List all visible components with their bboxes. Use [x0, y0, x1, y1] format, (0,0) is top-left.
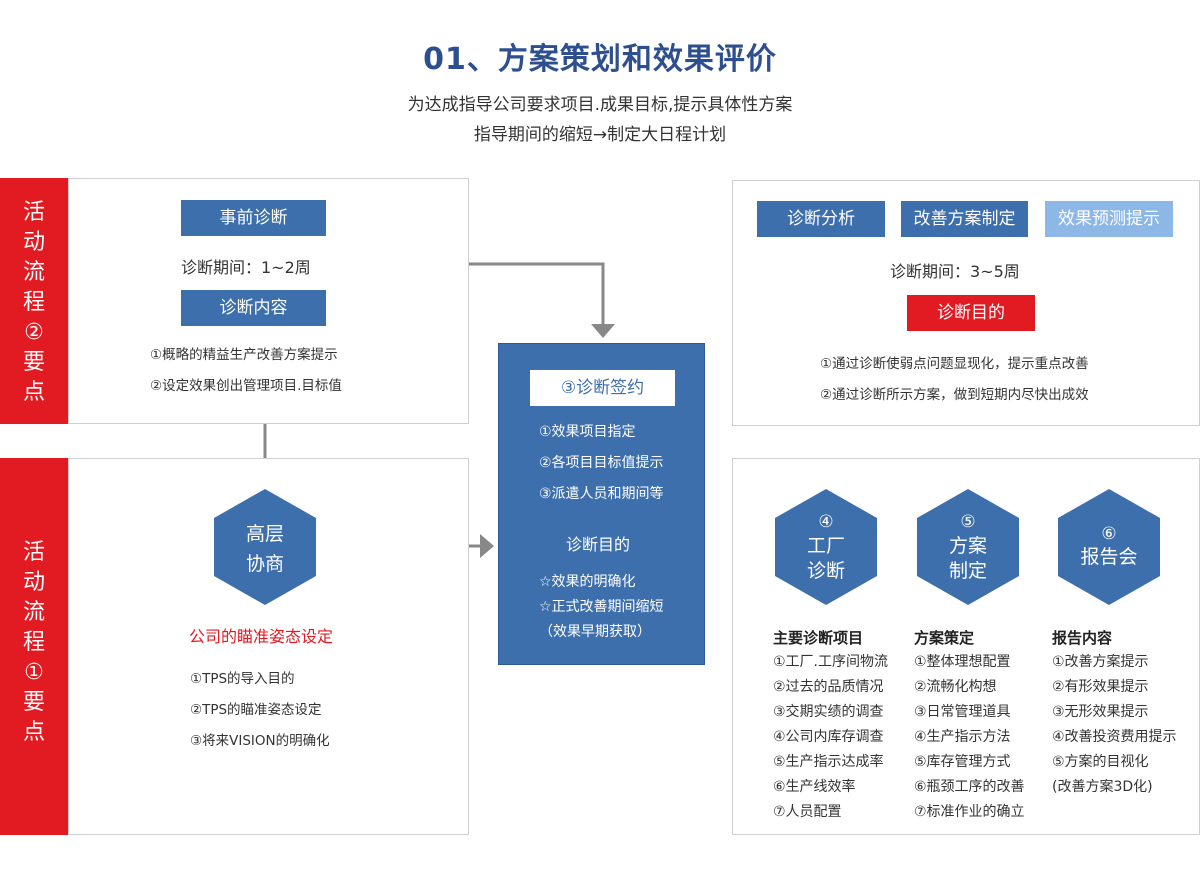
contract-item: ①效果项目指定 [539, 424, 636, 440]
column-item: ④改善投资费用提示 [1052, 729, 1177, 745]
hexagon-line: 高层 [245, 523, 284, 545]
purpose-item: （效果早期获取） [539, 624, 651, 640]
column-item: ④生产指示方法 [914, 729, 1011, 745]
side-char: 活 [22, 200, 45, 225]
column-heading: 报告内容 [1052, 629, 1113, 647]
analysis-period: 诊断期间：3~5周 [890, 262, 1020, 281]
contract-item: ②各项目目标值提示 [539, 455, 664, 471]
hexagon-shape [214, 489, 316, 605]
plan-button: 改善方案制定 [901, 201, 1028, 237]
side-label-step1: 活 动 流 程 ① 要 点 [0, 458, 68, 835]
hexagon-line: 协商 [245, 553, 284, 575]
side-char: 程 [22, 290, 45, 315]
plan-making-hexagon: ⑤ 方案 制定 [917, 489, 1019, 605]
analysis-item: ①通过诊断使弱点问题显现化，提示重点改善 [820, 356, 1089, 372]
diagnosis-purpose-label: 诊断目的 [907, 295, 1035, 331]
analysis-button: 诊断分析 [757, 201, 885, 237]
column-item: ⑦人员配置 [773, 804, 842, 820]
side-char: 动 [22, 230, 45, 255]
column-item: ⑤方案的目视化 [1052, 754, 1149, 770]
goal-setting-text: 公司的瞄准姿态设定 [189, 627, 334, 646]
step2-item: ①概略的精益生产改善方案提示 [150, 347, 338, 363]
side-char: 活 [22, 540, 45, 565]
side-char: 点 [22, 380, 45, 405]
hexagon-shape [917, 489, 1019, 605]
column-item: ①改善方案提示 [1052, 654, 1149, 670]
side-char: ① [24, 660, 44, 685]
column-item: ⑤生产指示达成率 [773, 754, 884, 770]
forecast-button: 效果预测提示 [1045, 201, 1173, 237]
diagnosis-items-column: 主要诊断项目 ①工厂.工序间物流 ②过去的品质情况 ③交期实绩的调查 ④公司内库… [773, 627, 888, 825]
step2-item: ②设定效果创出管理项目.目标值 [150, 378, 342, 394]
column-item: ④公司内库存调查 [773, 729, 884, 745]
column-item: ③日常管理道具 [914, 704, 1011, 720]
hexagon-shape [1058, 489, 1160, 605]
column-item: ⑦标准作业的确立 [914, 804, 1025, 820]
subtitle-line-2: 指导期间的缩短→制定大日程计划 [473, 125, 727, 145]
side-char: 程 [22, 630, 45, 655]
report-items-column: 报告内容 ①改善方案提示 ②有形效果提示 ③无形效果提示 ④改善投资费用提示 ⑤… [1052, 627, 1177, 800]
step1-item: ①TPS的导入目的 [190, 671, 295, 687]
column-heading: 主要诊断项目 [773, 629, 864, 647]
diagnosis-period: 诊断期间：1~2周 [181, 258, 311, 277]
analysis-item: ②通过诊断所示方案，做到短期内尽快出成效 [820, 387, 1089, 403]
column-item: ②过去的品质情况 [773, 679, 884, 695]
column-item: ③交期实绩的调查 [773, 704, 884, 720]
arrowhead-right [480, 534, 494, 558]
subtitle-line-1: 为达成指导公司要求项目.成果目标,提示具体性方案 [407, 95, 793, 115]
hexagon-line: 制定 [948, 560, 987, 582]
column-heading: 方案策定 [914, 629, 975, 647]
contract-box: ③诊断签约 ①效果项目指定 ②各项目目标值提示 ③派遣人员和期间等 诊断目的 ☆… [498, 343, 705, 665]
side-char: 要 [22, 690, 45, 715]
hexagon-number: ⑥ [1101, 524, 1117, 544]
purpose-title: 诊断目的 [566, 535, 631, 554]
report-meeting-hexagon: ⑥ 报告会 [1058, 489, 1160, 605]
hexagon-number: ⑤ [960, 512, 976, 532]
top-management-hexagon: 高层 协商 [214, 489, 316, 605]
contract-tag: ③诊断签约 [530, 370, 675, 406]
side-char: 流 [22, 260, 45, 285]
side-char: 流 [22, 600, 45, 625]
hexagon-line: 诊断 [806, 560, 845, 582]
step1-item: ②TPS的瞄准姿态设定 [190, 702, 322, 718]
hexagon-line: 报告会 [1080, 546, 1138, 568]
plan-items-column: 方案策定 ①整体理想配置 ②流畅化构想 ③日常管理道具 ④生产指示方法 ⑤库存管… [914, 627, 1025, 825]
side-label-step2: 活 动 流 程 ② 要 点 [0, 178, 68, 424]
side-char: 动 [22, 570, 45, 595]
side-char: 点 [22, 720, 45, 745]
purpose-item: ☆效果的明确化 [539, 574, 636, 590]
factory-diagnosis-hexagon: ④ 工厂 诊断 [775, 489, 877, 605]
column-item: ③无形效果提示 [1052, 704, 1149, 720]
column-item: ⑥瓶颈工序的改善 [914, 779, 1025, 795]
step1-item: ③将来VISION的明确化 [190, 733, 330, 749]
column-item: ①整体理想配置 [914, 654, 1011, 670]
column-item: ⑥生产线效率 [773, 779, 856, 795]
side-char: 要 [22, 350, 45, 375]
column-item: ②流畅化构想 [914, 679, 997, 695]
column-item: ②有形效果提示 [1052, 679, 1149, 695]
contract-item: ③派遣人员和期间等 [539, 486, 664, 502]
side-char: ② [24, 320, 44, 345]
page-title: 01、方案策划和效果评价 [423, 42, 777, 77]
arrowhead-down [591, 324, 615, 338]
diagnosis-content-label: 诊断内容 [181, 290, 326, 326]
column-item: ①工厂.工序间物流 [773, 654, 889, 670]
column-item: ⑤库存管理方式 [914, 754, 1011, 770]
purpose-item: ☆正式改善期间缩短 [539, 599, 664, 615]
hexagon-line: 方案 [948, 535, 987, 557]
hexagon-number: ④ [818, 512, 834, 532]
pre-diagnosis-label: 事前诊断 [181, 200, 326, 236]
hexagon-line: 工厂 [806, 535, 845, 557]
column-item: (改善方案3D化) [1052, 779, 1153, 795]
hexagon-shape [775, 489, 877, 605]
